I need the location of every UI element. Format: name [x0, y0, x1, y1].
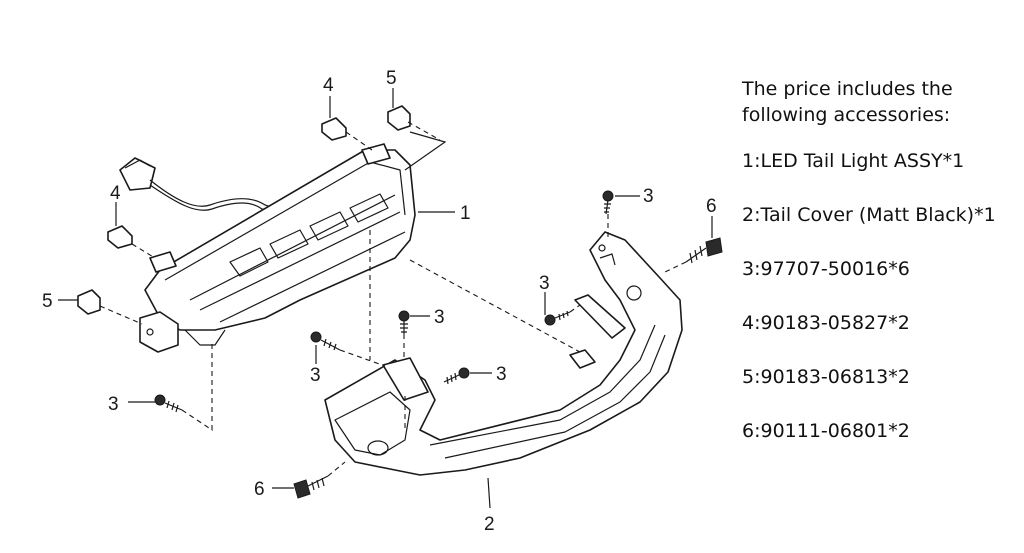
clip-nut-4-top [321, 117, 347, 141]
callout-4-b: 4 [110, 183, 121, 204]
callout-6-b: 6 [254, 479, 265, 500]
screw-3-f [154, 394, 183, 413]
tail-cover [324, 231, 683, 476]
screw-3-c [398, 310, 410, 334]
callout-3-b: 3 [539, 273, 550, 294]
legend-item-1: 1:LED Tail Light ASSY*1 [742, 150, 965, 172]
callout-3-a: 3 [643, 186, 654, 207]
callout-3-f: 3 [108, 394, 119, 415]
assembly-guide-lines [99, 121, 687, 477]
clip-nut-5-top [387, 105, 411, 131]
callout-3-c: 3 [434, 307, 445, 328]
callout-2: 2 [484, 514, 495, 535]
legend-intro: The price includes the following accesso… [742, 78, 953, 126]
bolt-6-right [685, 237, 723, 264]
accessories-legend: The price includes the following accesso… [742, 76, 1024, 472]
callout-4-a: 4 [323, 75, 334, 96]
callout-6-a: 6 [706, 196, 717, 217]
screw-3-b [544, 310, 571, 326]
callout-5-a: 5 [386, 68, 397, 89]
callout-3-e: 3 [496, 364, 507, 385]
callout-leaders [58, 88, 713, 509]
led-tail-light-assembly [119, 143, 416, 353]
callout-3-d: 3 [310, 365, 321, 386]
legend-item-6: 6:90111-06801*2 [742, 420, 910, 442]
clip-nut-4-left [107, 225, 133, 249]
callout-numbers: 1 2 3 3 3 3 3 3 4 4 5 5 6 6 [42, 68, 717, 535]
callout-5-b: 5 [42, 291, 53, 312]
screw-3-d [310, 331, 341, 351]
legend-item-5: 5:90183-06813*2 [742, 366, 910, 388]
legend-item-2: 2:Tail Cover (Matt Black)*1 [742, 204, 996, 226]
callout-1: 1 [460, 203, 471, 224]
clip-nut-5-left [77, 289, 101, 315]
screw-3-e [443, 367, 470, 385]
bolt-6-left [293, 475, 329, 499]
screw-3-a [602, 190, 614, 215]
legend-item-3: 3:97707-50016*6 [742, 258, 910, 280]
legend-item-4: 4:90183-05827*2 [742, 312, 910, 334]
